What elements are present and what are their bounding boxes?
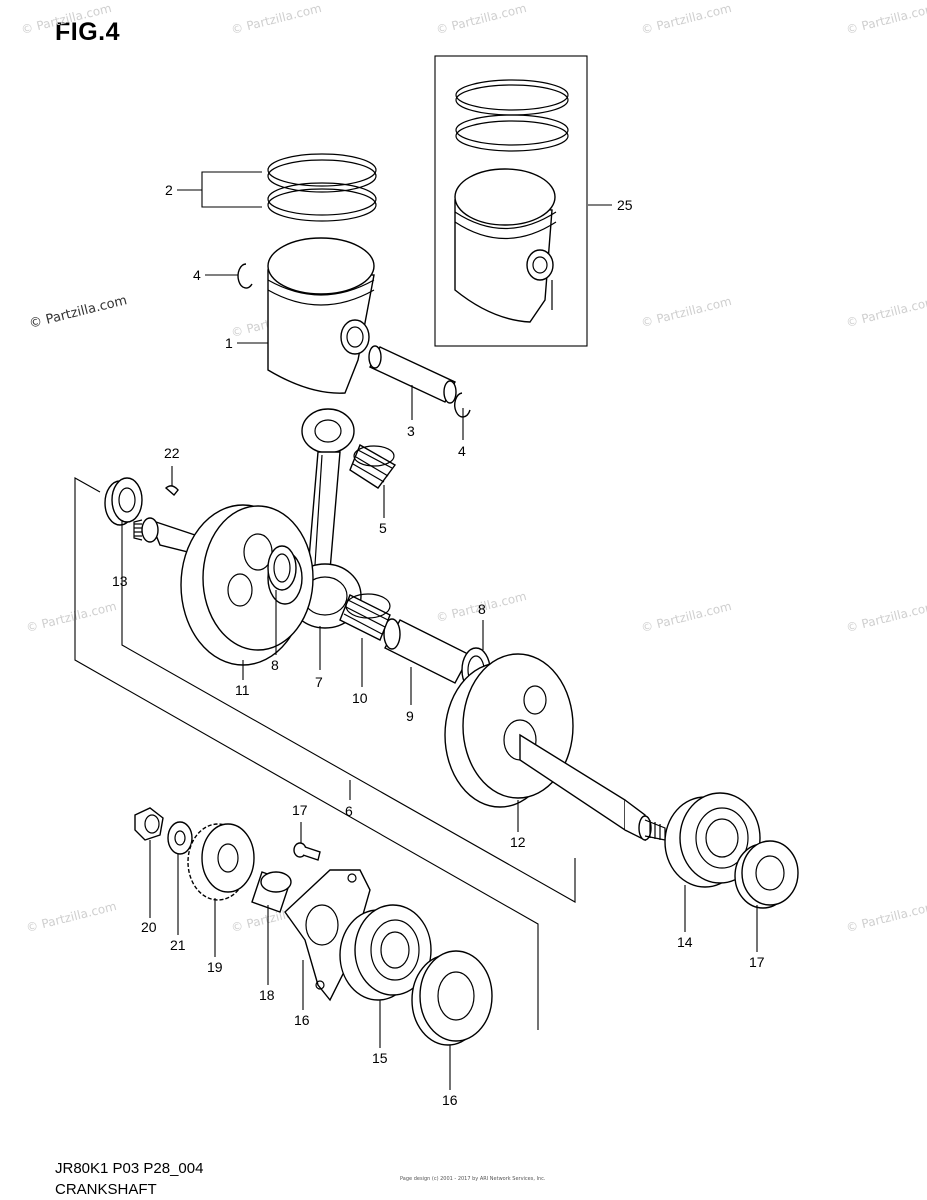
callout-9: 9 <box>406 708 414 724</box>
piston-pin <box>368 345 457 404</box>
callout-4: 4 <box>193 267 201 283</box>
callout-25: 25 <box>617 197 633 213</box>
oil-seal-outer <box>411 950 493 1046</box>
leader-lines <box>149 171 758 1090</box>
callout-10: 10 <box>352 690 368 706</box>
oil-seal-left <box>104 477 143 526</box>
oil-seal-right <box>734 840 799 909</box>
callout-21: 19 <box>207 959 223 975</box>
spacer <box>251 871 292 913</box>
callout-7: 7 <box>315 674 323 690</box>
callout-11: 11 <box>235 682 250 698</box>
piston <box>267 237 375 394</box>
callout-6: 6 <box>345 803 353 819</box>
primary-drive-gear <box>187 823 255 901</box>
callout-2: 2 <box>165 182 173 198</box>
bolt <box>293 842 321 861</box>
crankshaft-bearing-left <box>339 904 432 1001</box>
callout-14: 14 <box>677 934 693 950</box>
needle-bearing-small-end <box>349 443 397 489</box>
callout-16: 16 <box>442 1092 458 1108</box>
crankshaft-nut <box>134 807 164 841</box>
footer-fine-print: Page design (c) 2001 - 2017 by ARI Netwo… <box>400 1176 546 1182</box>
callout-23: 21 <box>170 937 186 953</box>
callout-19: 17 <box>292 802 308 818</box>
crankshaft-assembly-bracket <box>74 477 576 1030</box>
piston-ring-set <box>267 153 377 222</box>
model-code: JR80K1 P03 P28_004 <box>55 1160 204 1177</box>
callout-8: 8 <box>271 657 279 673</box>
callout-1: 1 <box>225 335 233 351</box>
callout-4: 4 <box>458 443 466 459</box>
crankshaft-right-half <box>444 653 666 842</box>
assembly-name: CRANKSHAFT <box>55 1181 157 1198</box>
callout-8: 8 <box>478 601 486 617</box>
callout-13: 13 <box>112 573 128 589</box>
callout-17: 17 <box>749 954 765 970</box>
piston-kit-box <box>434 55 588 347</box>
woodruff-key <box>164 485 179 497</box>
needle-bearing-big-end <box>339 593 391 641</box>
callout-3: 3 <box>407 423 415 439</box>
callout-18: 16 <box>294 1012 310 1028</box>
callout-12: 12 <box>510 834 526 850</box>
callout-labels: 2 4 1 3 4 5 22 25 13 8 8 11 7 10 9 6 12 … <box>112 182 765 1108</box>
callout-24: 22 <box>164 445 180 461</box>
crank-pin <box>383 618 471 684</box>
callout-22: 20 <box>141 919 157 935</box>
piston-pin-clip <box>237 263 471 418</box>
fig-title: FIG.4 <box>55 18 121 46</box>
callout-5: 5 <box>379 520 387 536</box>
washer <box>167 821 193 855</box>
callout-20: 18 <box>259 987 275 1003</box>
callout-15: 15 <box>372 1050 388 1066</box>
